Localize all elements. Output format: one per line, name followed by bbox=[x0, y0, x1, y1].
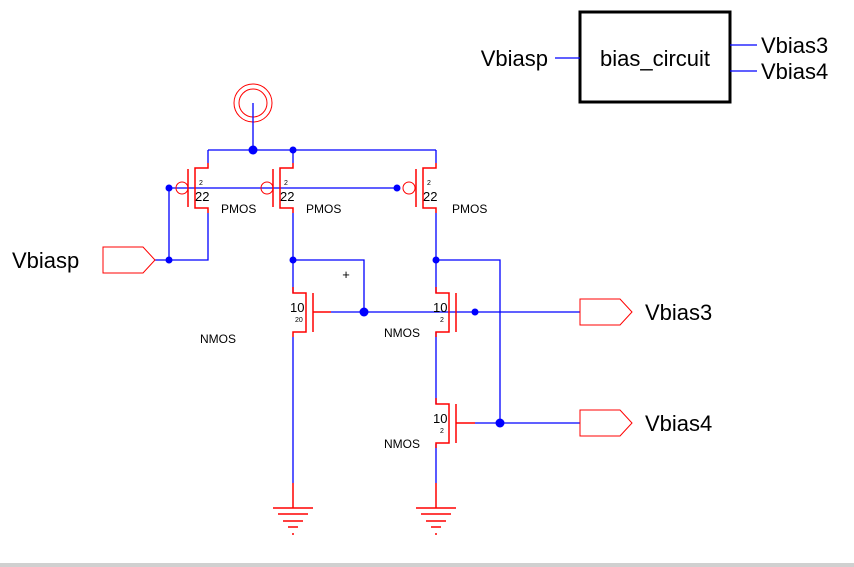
nmos1-width: 10 bbox=[290, 300, 304, 315]
crosshair-cursor-icon: + bbox=[342, 267, 350, 282]
pmos1-width: 22 bbox=[195, 189, 209, 204]
pmos3-width: 22 bbox=[423, 189, 437, 204]
nmos3-width: 10 bbox=[433, 411, 447, 426]
nmos2-width: 10 bbox=[433, 300, 447, 315]
pmos3-label: PMOS bbox=[452, 202, 487, 216]
pmos2-length: 2 bbox=[284, 180, 288, 187]
symbol-box bbox=[578, 10, 732, 104]
symbol-pin-label-vbiasp: Vbiasp bbox=[481, 46, 548, 71]
symbol-name: bias_circuit bbox=[600, 46, 710, 71]
port-label-vbiasp: Vbiasp bbox=[12, 248, 79, 273]
horizontal-scrollbar[interactable] bbox=[0, 563, 854, 567]
pmos1-label: PMOS bbox=[221, 202, 256, 216]
port-label-vbias3: Vbias3 bbox=[645, 300, 712, 325]
ground-icon[interactable] bbox=[416, 483, 456, 535]
junction-dots bbox=[165, 145, 505, 428]
nmos-transistor-2[interactable]: 10 2 NMOS bbox=[384, 287, 457, 340]
symbol-pin-label-vbias4: Vbias4 bbox=[761, 59, 828, 84]
nmos2-label: NMOS bbox=[384, 326, 420, 340]
pmos-transistor-3[interactable]: 2 22 PMOS bbox=[402, 163, 487, 216]
wires bbox=[155, 149, 580, 483]
nmos3-length: 2 bbox=[440, 428, 444, 435]
nmos1-label: NMOS bbox=[200, 332, 236, 346]
output-port-vbias3[interactable]: Vbias3 bbox=[579, 298, 712, 326]
pmos2-label: PMOS bbox=[306, 202, 341, 216]
ground-icon[interactable] bbox=[273, 483, 313, 535]
pmos-transistor-2[interactable]: 2 22 PMOS bbox=[260, 163, 341, 216]
pmos1-length: 2 bbox=[199, 180, 203, 187]
pmos-transistor-1[interactable]: 2 22 PMOS bbox=[175, 163, 256, 216]
nmos2-length: 2 bbox=[440, 317, 444, 324]
nmos3-label: NMOS bbox=[384, 437, 420, 451]
nmos1-length: 20 bbox=[295, 317, 303, 324]
pmos3-length: 2 bbox=[427, 180, 431, 187]
input-port-vbiasp[interactable]: Vbiasp bbox=[12, 246, 156, 274]
port-label-vbias4: Vbias4 bbox=[645, 411, 712, 436]
pmos2-width: 22 bbox=[280, 189, 294, 204]
output-port-vbias4[interactable]: Vbias4 bbox=[579, 409, 712, 437]
nmos-transistor-3[interactable]: 10 2 NMOS bbox=[384, 398, 475, 451]
symbol-pin-label-vbias3: Vbias3 bbox=[761, 33, 828, 58]
vdd-supply-icon[interactable] bbox=[233, 83, 273, 150]
nmos-transistor-1[interactable]: 10 20 NMOS bbox=[200, 287, 331, 346]
bias-circuit-symbol[interactable]: bias_circuit Vbiasp Vbias3 Vbias4 bbox=[481, 10, 829, 104]
